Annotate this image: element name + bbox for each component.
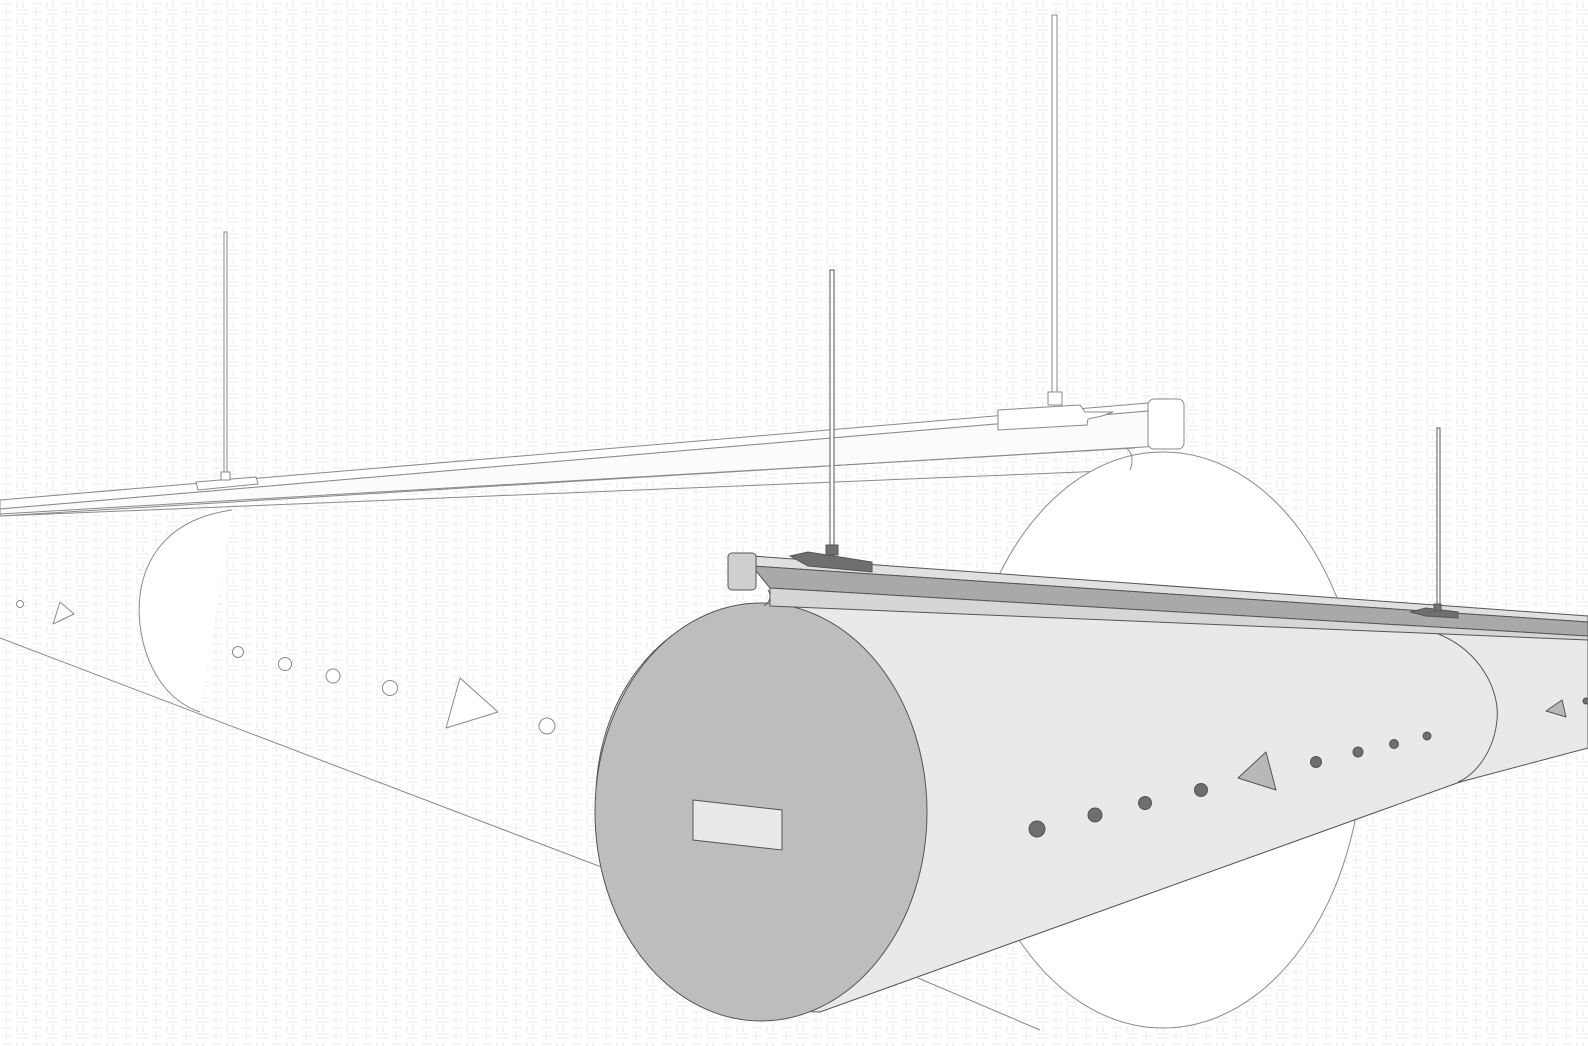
front-outlets [1028, 697, 1588, 838]
front-outlet-hole [1138, 796, 1152, 810]
front-clamp-2-nut [1433, 603, 1442, 612]
front-duct-end-label [692, 799, 783, 851]
rear-hanger-rod-2 [1051, 14, 1058, 396]
front-hanger-rod-1 [829, 269, 835, 548]
rear-outlet-hole [232, 646, 244, 658]
rear-rail-edge [0, 447, 1136, 515]
front-clamp-1-nut [825, 544, 839, 556]
rear-duct-top-line [0, 469, 1131, 517]
rear-outlet-hole [538, 717, 556, 735]
rear-duct-left-end [138, 509, 233, 713]
rear-hangers [195, 14, 1114, 491]
rear-rail [0, 398, 1185, 517]
front-outlet-hole [1389, 739, 1399, 749]
front-rail-face [750, 565, 1588, 637]
front-outlet-hole [1352, 746, 1364, 758]
front-rail-lower [769, 587, 1588, 641]
front-rail-drip [763, 589, 771, 607]
front-vent-triangle [1237, 751, 1277, 791]
front-duct-seam [1435, 632, 1498, 783]
front-hanger-rod-2 [1436, 427, 1441, 607]
front-clamp-2 [1409, 607, 1459, 619]
rear-rail-endcap [1147, 398, 1185, 450]
front-vent-triangle [1545, 699, 1567, 718]
front-clamp-1 [788, 551, 873, 573]
rear-clamp-2-nut [1047, 391, 1063, 406]
front-duct-shadow-line [917, 977, 1041, 1031]
front-outlet-hole [1582, 697, 1588, 705]
rear-clamp-1-nut [220, 471, 231, 481]
front-rail-endcap [727, 552, 757, 591]
front-outlet-hole [1194, 783, 1208, 797]
rear-outlet-hole [382, 680, 398, 696]
front-outlet-hole [1028, 820, 1046, 838]
rear-rail-drip [1125, 447, 1133, 471]
rear-outlet-hole [325, 668, 341, 684]
front-outlet-hole [1087, 807, 1103, 823]
front-outlet-hole [1422, 731, 1432, 741]
rear-outlet-hole [16, 600, 24, 608]
rear-outlets [16, 600, 556, 735]
rear-clamp-2 [997, 404, 1114, 431]
front-outlet-hole [1310, 756, 1322, 768]
front-hangers [788, 269, 1459, 619]
rear-duct-bottom-line [0, 637, 605, 869]
rear-vent-triangle [445, 677, 499, 729]
rear-hanger-rod-1 [223, 231, 228, 479]
rear-clamp-1 [195, 476, 259, 491]
front-rail [727, 552, 1588, 641]
rear-vent-triangle [52, 601, 75, 625]
rear-outlet-hole [278, 657, 292, 671]
